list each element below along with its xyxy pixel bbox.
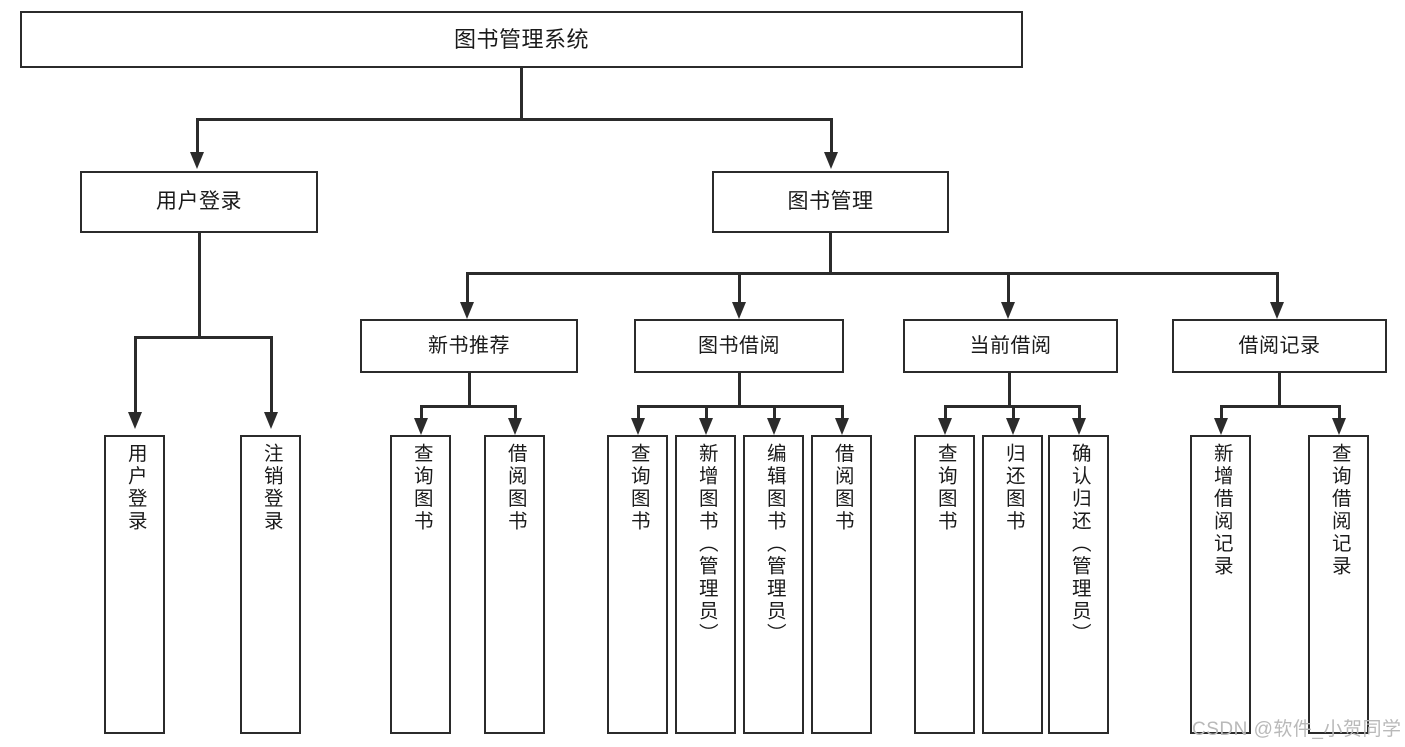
edge-user-login-to-leaf-1 [270,336,273,414]
arrow-current-borrow-to-leaf-0 [938,418,952,435]
node-new-book-recommend[interactable]: 新书推荐 [360,319,578,373]
node-root-book-management-system[interactable]: 图书管理系统 [20,11,1023,68]
arrow-root-to-user-login [190,152,204,169]
edge-current-borrow-to-leaf-2 [1078,405,1081,421]
edge-borrow-record-stem [1278,373,1281,405]
node-label: 归还图书 [1002,443,1025,533]
node-label: 查询图书 [934,443,957,533]
edge-root-stem [520,68,523,118]
leaf-current-borrow-1[interactable]: 归还图书 [982,435,1043,734]
arrow-user-login-to-leaf-0 [128,412,142,429]
leaf-current-borrow-2[interactable]: 确认归还（管理员） [1048,435,1109,734]
arrow-book-borrow-to-leaf-2 [767,418,781,435]
edge-book-borrow-to-leaf-2 [773,405,776,421]
node-label: 用户登录 [124,443,147,533]
leaf-book-borrow-3[interactable]: 借阅图书 [811,435,872,734]
node-label: 查询图书 [410,443,433,533]
leaf-new-book-recommend-0[interactable]: 查询图书 [390,435,451,734]
edge-borrow-record-to-leaf-0 [1220,405,1223,421]
arrow-root-to-book-management [824,152,838,169]
arrow-borrow-record-to-leaf-0 [1214,418,1228,435]
edge-user-login-bus [134,336,272,339]
node-label: 新增图书（管理员） [695,443,718,646]
arrow-book-management-to-record [1270,302,1284,319]
leaf-user-login-1[interactable]: 注销登录 [240,435,301,734]
edge-root-to-book-management [830,118,833,154]
arrow-book-management-to-new-book [460,302,474,319]
leaf-book-borrow-1[interactable]: 新增图书（管理员） [675,435,736,734]
node-label: 图书借阅 [698,334,780,357]
edge-user-login-to-leaf-0 [134,336,137,414]
edge-book-borrow-bus [637,405,842,408]
edge-book-management-bus [466,272,1278,275]
leaf-new-book-recommend-1[interactable]: 借阅图书 [484,435,545,734]
node-label: 新增借阅记录 [1210,443,1233,578]
leaf-user-login-0[interactable]: 用户登录 [104,435,165,734]
arrow-borrow-record-to-leaf-1 [1332,418,1346,435]
edge-current-borrow-to-leaf-1 [1012,405,1015,421]
edge-book-borrow-stem [738,373,741,405]
arrow-book-management-to-current [1001,302,1015,319]
edge-current-borrow-to-leaf-0 [944,405,947,421]
arrow-new-book-to-leaf-0 [414,418,428,435]
leaf-book-borrow-0[interactable]: 查询图书 [607,435,668,734]
leaf-borrow-record-1[interactable]: 查询借阅记录 [1308,435,1369,734]
node-label: 图书管理 [787,189,874,213]
edge-borrow-record-to-leaf-1 [1338,405,1341,421]
edge-book-borrow-to-leaf-3 [841,405,844,421]
edge-current-borrow-stem [1008,373,1011,405]
node-current-borrow[interactable]: 当前借阅 [903,319,1118,373]
node-label: 借阅记录 [1238,334,1321,357]
node-user-login[interactable]: 用户登录 [80,171,318,233]
arrow-new-book-to-leaf-1 [508,418,522,435]
arrow-book-borrow-to-leaf-1 [699,418,713,435]
arrow-current-borrow-to-leaf-2 [1072,418,1086,435]
node-label: 当前借阅 [969,334,1052,357]
node-label: 借阅图书 [504,443,527,533]
edge-new-book-bus [420,405,516,408]
edge-new-book-stem [468,373,471,405]
node-label: 确认归还（管理员） [1068,443,1091,646]
node-label: 注销登录 [260,443,283,533]
edge-user-login-stem [198,233,201,336]
node-label: 查询借阅记录 [1328,443,1351,578]
edge-root-bus [196,118,833,121]
arrow-current-borrow-to-leaf-1 [1006,418,1020,435]
arrow-book-borrow-to-leaf-3 [835,418,849,435]
edge-book-management-to-new-book [466,272,469,304]
node-book-management[interactable]: 图书管理 [712,171,949,233]
arrow-book-borrow-to-leaf-0 [631,418,645,435]
edge-book-borrow-to-leaf-1 [705,405,708,421]
edge-book-management-to-current [1007,272,1010,304]
edge-book-borrow-to-leaf-0 [637,405,640,421]
edge-book-management-to-borrow [738,272,741,304]
arrow-book-management-to-borrow [732,302,746,319]
node-label: 借阅图书 [831,443,854,533]
arrow-user-login-to-leaf-1 [264,412,278,429]
node-label: 查询图书 [627,443,650,533]
edge-book-management-to-record [1276,272,1279,304]
edge-new-book-to-leaf-1 [514,405,517,421]
node-label: 编辑图书（管理员） [763,443,786,646]
node-label: 用户登录 [156,189,242,213]
leaf-borrow-record-0[interactable]: 新增借阅记录 [1190,435,1251,734]
edge-root-to-user-login [196,118,199,154]
node-borrow-record[interactable]: 借阅记录 [1172,319,1387,373]
edge-new-book-to-leaf-0 [420,405,423,421]
node-label: 图书管理系统 [453,26,589,52]
node-book-borrow[interactable]: 图书借阅 [634,319,844,373]
leaf-current-borrow-0[interactable]: 查询图书 [914,435,975,734]
edge-borrow-record-bus [1220,405,1340,408]
leaf-book-borrow-2[interactable]: 编辑图书（管理员） [743,435,804,734]
edge-book-management-stem [829,233,832,272]
node-label: 新书推荐 [428,334,510,357]
